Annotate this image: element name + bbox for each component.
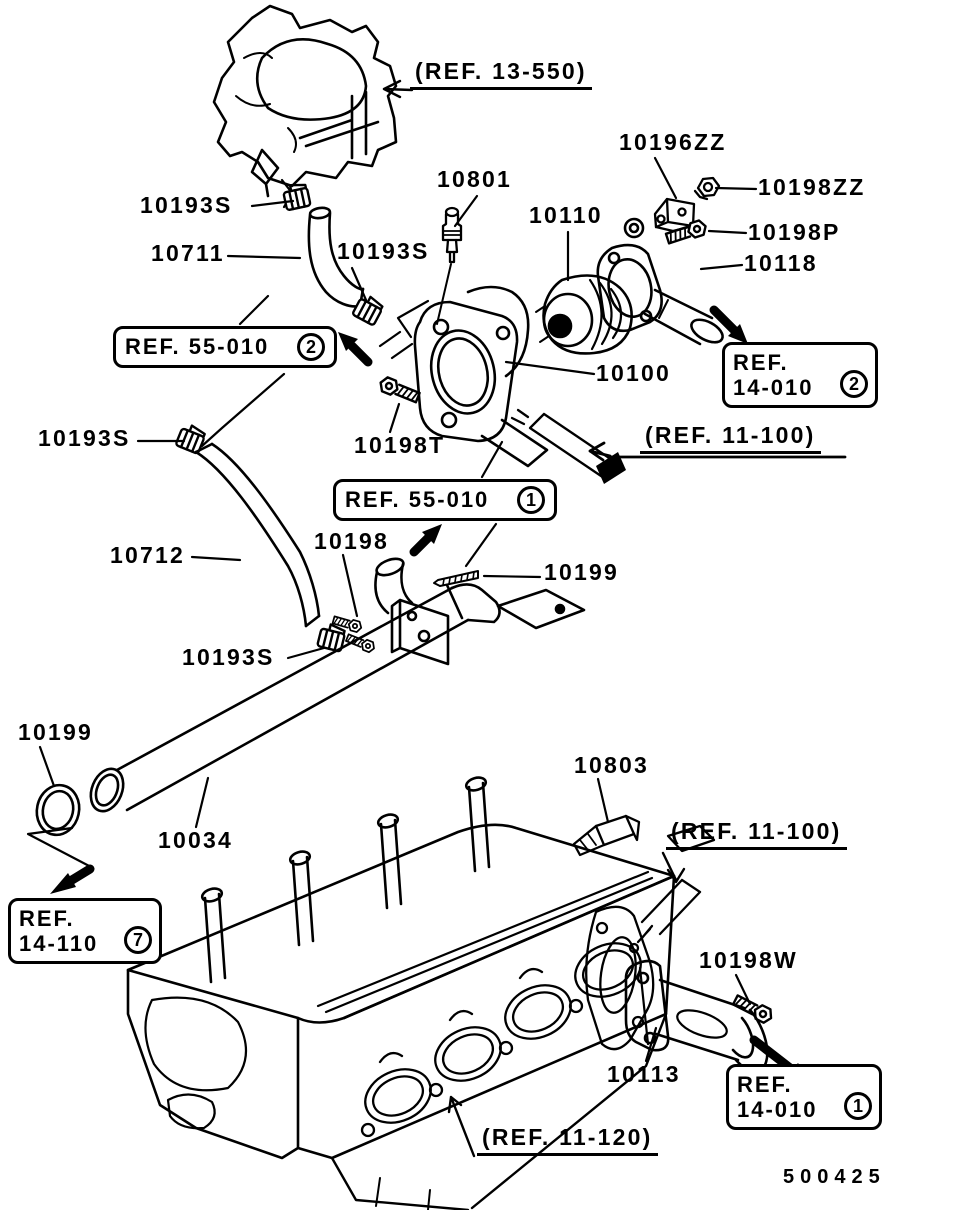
part-label-10198w: 10198W	[699, 947, 798, 973]
part-label-10100: 10100	[596, 360, 671, 386]
part-label-10711: 10711	[151, 240, 225, 266]
leader-lines	[26, 156, 758, 1063]
oring-10199-drawing	[35, 783, 81, 837]
bolt-10198t-drawing	[376, 374, 422, 406]
part-label-10198t: 10198T	[354, 432, 446, 458]
part-label-10193s: 10193S	[337, 238, 430, 264]
sealant-tube-drawing	[510, 408, 626, 484]
ref-13-550-label: (REF. 13-550)	[410, 60, 592, 90]
ref-box-14-010-1: REF. 14-010 1	[726, 1064, 882, 1130]
ref-box-badge: 1	[517, 486, 545, 514]
nut-10198zz-drawing	[693, 176, 721, 201]
ref-box-label: REF. 55-010	[125, 334, 270, 360]
sensor-10801-drawing	[436, 206, 463, 325]
ref-box-label: 14-110	[19, 931, 99, 956]
ref-box-label: REF.	[737, 1071, 793, 1097]
part-label-10198: 10198	[314, 528, 389, 554]
part-label-10803: 10803	[574, 752, 649, 778]
ref-box-label: REF.	[733, 349, 789, 375]
ref-box-55-010-1: REF. 55-010 1	[333, 479, 557, 521]
throttle-body-drawing	[212, 4, 398, 209]
sealant-tube-drawing	[628, 824, 716, 954]
part-label-10110: 10110	[529, 202, 603, 228]
ref-box-badge: 2	[297, 333, 325, 361]
inlet-pipe-10034-drawing	[89, 557, 586, 813]
reference-arrows	[382, 79, 847, 1158]
ref-box-55-010-2: REF. 55-010 2	[113, 326, 337, 368]
sensor-10803-drawing	[572, 814, 641, 857]
bolt-10198-drawing	[331, 613, 364, 634]
ref-box-14-110-7: REF. 14-110 7	[8, 898, 162, 964]
water-inlet-10118-drawing	[596, 217, 724, 346]
thermostat-10110-drawing	[535, 274, 633, 355]
ref-box-label: 14-010	[733, 375, 814, 400]
bracket-10196zz-drawing	[653, 197, 696, 233]
hose-10712-drawing	[194, 442, 321, 628]
drawing-number: 500425	[783, 1166, 886, 1188]
ref-11-100-label: (REF. 11-100)	[640, 424, 821, 454]
part-label-10193s: 10193S	[140, 192, 233, 218]
ref-box-label: REF. 55-010	[345, 487, 490, 513]
part-label-10113: 10113	[607, 1061, 681, 1087]
ref-box-badge: 1	[844, 1092, 872, 1120]
part-label-10193s: 10193S	[38, 425, 131, 451]
part-label-10198zz: 10198ZZ	[758, 174, 866, 200]
water-inlet-10113-drawing	[624, 959, 769, 1073]
part-label-10193s: 10193S	[182, 644, 275, 670]
water-outlet-10100-drawing	[378, 285, 549, 468]
part-label-10198p: 10198P	[748, 219, 841, 245]
part-label-10196zz: 10196ZZ	[619, 129, 727, 155]
ref-box-label: REF.	[19, 905, 75, 931]
part-label-10199: 10199	[18, 719, 93, 745]
ref-box-badge: 7	[124, 926, 152, 954]
stud-10199-drawing	[433, 570, 479, 587]
bolt-10198w-drawing	[730, 991, 776, 1027]
part-label-10199: 10199	[544, 559, 619, 585]
ref-box-badge: 2	[840, 370, 868, 398]
part-label-10118: 10118	[744, 250, 818, 276]
part-label-10034: 10034	[158, 827, 233, 853]
ref-11-100-label: (REF. 11-100)	[666, 820, 847, 850]
part-label-10801: 10801	[437, 166, 512, 192]
clamp-10193s-drawing	[350, 291, 386, 327]
part-label-10712: 10712	[110, 542, 185, 568]
ref-11-120-label: (REF. 11-120)	[477, 1126, 658, 1156]
ref-box-label: 14-010	[737, 1097, 818, 1122]
ref-box-14-010-2: REF. 14-010 2	[722, 342, 878, 408]
cylinder-head-drawing	[126, 776, 676, 1210]
